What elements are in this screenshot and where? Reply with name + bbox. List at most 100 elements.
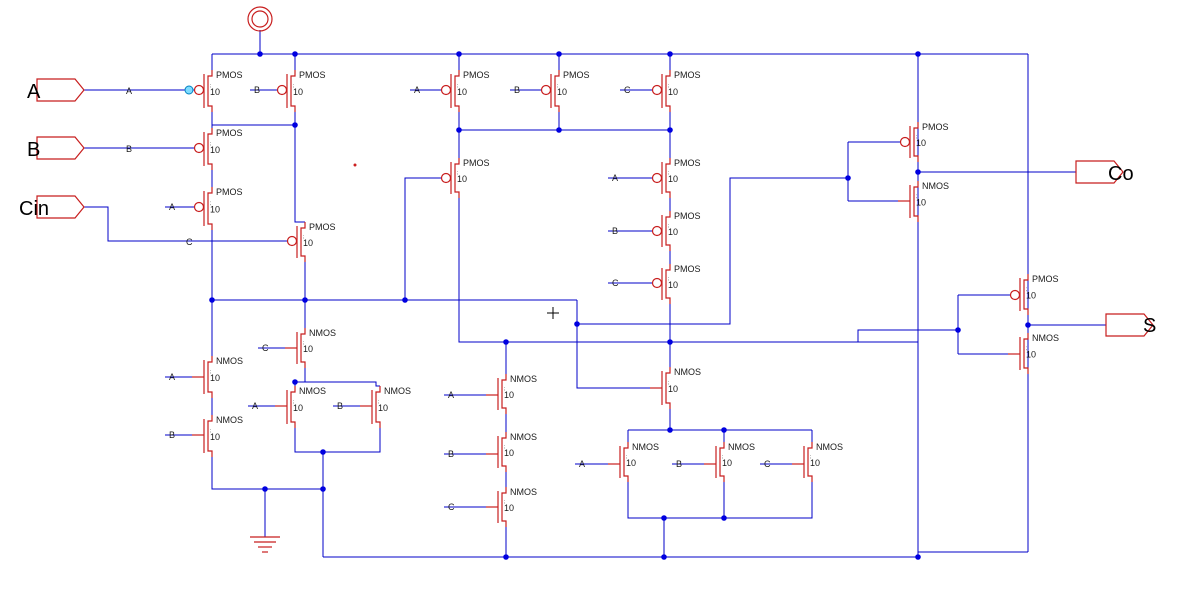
size-label: 10 [210,432,220,442]
pmos-bubble [193,201,205,213]
gate-net-label-b: B [337,401,343,411]
size-label: 10 [504,390,514,400]
junction-dot [503,339,509,345]
junction-dot [667,339,673,345]
size-label: 10 [378,403,388,413]
pmos-label: PMOS [463,158,490,168]
junction-dot [402,297,408,303]
gate-net-label-b: B [612,226,618,236]
pin-mark: ; [1026,287,1027,293]
junction-dot [915,554,921,560]
pin-mark: ; [504,499,505,505]
size-label: 10 [303,344,313,354]
port-a[interactable]: A [27,78,85,103]
junction-dot [503,554,509,560]
pin-mark: ; [210,83,211,89]
pin-mark: ; [457,170,458,176]
junction-dot [955,327,961,333]
pin-mark: ; [210,369,211,375]
pmos-bubble [540,84,552,96]
nmos-label: NMOS [632,442,659,452]
pmos-bubble [651,84,663,96]
junction-dot [845,175,851,181]
pmos-label: PMOS [216,128,243,138]
pin-mark: ; [668,83,669,89]
vdd-symbol [247,6,273,32]
port-s[interactable]: S [1105,313,1156,337]
pmos-label: PMOS [309,222,336,232]
junction-dot [574,321,580,327]
size-label: 10 [916,198,926,208]
junction-dot [456,51,462,57]
port-co[interactable]: Co [1075,160,1134,185]
port-b[interactable]: B [27,136,85,161]
pmos-bubble [1009,289,1021,301]
gate-net-label-a: A [579,459,585,469]
port-shape [36,195,85,219]
wire [458,198,918,343]
pmos-bubble [193,142,205,154]
size-label: 10 [210,373,220,383]
pin-mark: ; [668,276,669,282]
size-label: 10 [916,138,926,148]
pmos-bubble [440,84,452,96]
gate-net-label-a: A [169,372,175,382]
junction-dot [320,449,326,455]
nmos-label: NMOS [674,367,701,377]
port-label-s: S [1143,315,1156,337]
port-shape [36,136,85,160]
pin-mark: ; [916,134,917,140]
pmos-label: PMOS [674,70,701,80]
size-label: 10 [504,503,514,513]
nmos-label: NMOS [309,328,336,338]
junction-dot [556,51,562,57]
selected-pin[interactable] [184,85,194,95]
nmos-label: NMOS [922,181,949,191]
pmos-bubble [899,136,911,148]
nmos-label: NMOS [510,374,537,384]
nmos-label: NMOS [1032,333,1059,343]
pin-mark: ; [293,399,294,405]
pmos-bubble [276,84,288,96]
pmos-label: PMOS [674,211,701,221]
junction-dot [302,297,308,303]
gate-net-label-a: A [448,390,454,400]
pin-mark: ; [668,170,669,176]
port-cin[interactable]: Cin [19,195,85,220]
pmos-label: PMOS [1032,274,1059,284]
size-label: 10 [504,448,514,458]
wires [84,30,1106,558]
size-label: 10 [1026,350,1036,360]
pmos-label: PMOS [216,70,243,80]
junction-dot [209,297,215,303]
pin-mark: ; [303,340,304,346]
